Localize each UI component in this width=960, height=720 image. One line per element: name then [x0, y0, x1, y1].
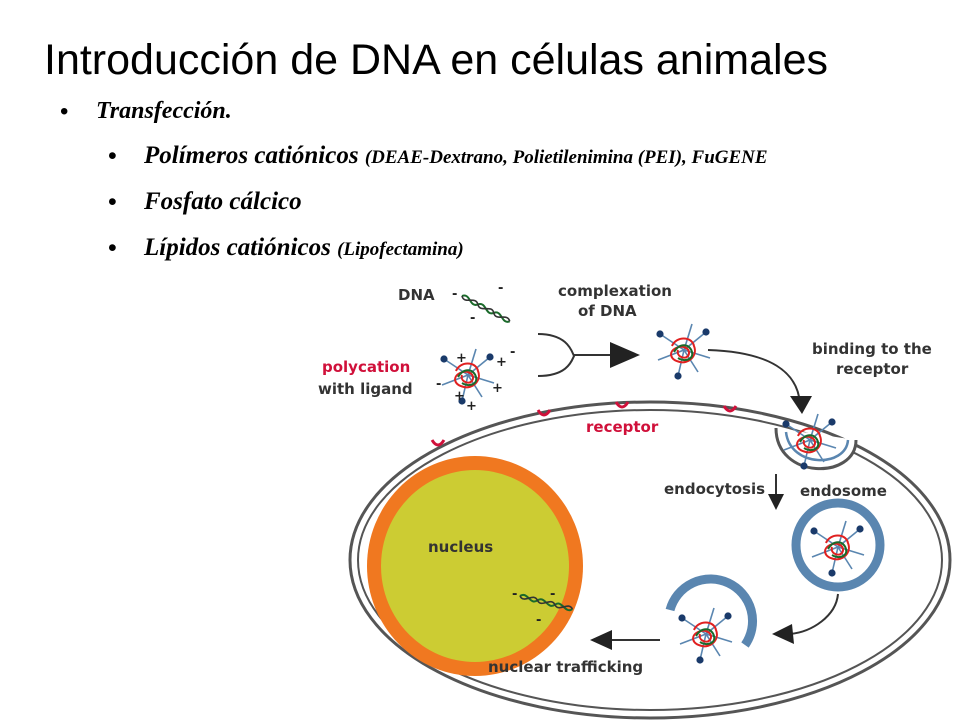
free-complex: [655, 323, 711, 381]
svg-text:-: -: [510, 345, 515, 360]
polycation-label-2: with ligand: [318, 380, 413, 398]
merge-arrow-icon: [610, 342, 640, 368]
bullet-dot: •: [108, 234, 117, 262]
endosome-escape: [665, 574, 758, 648]
bullet-text: Lípidos catiónicos: [144, 234, 331, 261]
svg-text:-: -: [452, 287, 457, 302]
nucleus-label: nucleus: [428, 538, 493, 556]
receptor-label: receptor: [586, 418, 659, 436]
svg-text:-: -: [498, 281, 503, 296]
bullet-detail: (Lipofectamina): [337, 239, 464, 260]
bullet-cationic-lipids: • Lípidos catiónicos (Lipofectamina): [108, 234, 464, 262]
svg-text:+: +: [466, 399, 477, 414]
svg-text:-: -: [436, 377, 441, 392]
svg-text:-: -: [550, 587, 555, 602]
nuclear-trafficking-label: nuclear trafficking: [488, 658, 643, 676]
bullet-text: Transfección.: [96, 98, 232, 124]
polycation-complex: [439, 348, 495, 406]
endosome-arrow: [789, 593, 839, 635]
bullet-text: Fosfato cálcico: [144, 188, 302, 215]
endocytosis-label: endocytosis: [664, 480, 765, 498]
cell-membrane-outer: [348, 400, 952, 720]
complexation-label-2: of DNA: [578, 302, 637, 320]
released-complex: [677, 607, 733, 665]
dna-label: DNA: [398, 286, 435, 304]
bullet-cationic-polymers: • Polímeros catiónicos (DEAE-Dextrano, P…: [108, 142, 768, 170]
polycation-label-1: polycation: [322, 358, 410, 376]
svg-text:+: +: [454, 389, 465, 404]
bullet-dot: •: [60, 98, 69, 125]
bullet-detail: (DEAE-Dextrano, Polietilenimina (PEI), F…: [364, 147, 768, 168]
bullet-calcium-phosphate: • Fosfato cálcico: [108, 188, 302, 216]
bullet-dot: •: [108, 142, 117, 170]
slide-title: Introducción de DNA en células animales: [44, 36, 828, 84]
complexation-label-1: complexation: [558, 282, 672, 300]
svg-text:-: -: [536, 613, 541, 628]
charge-signs: - - - - + + - + + + - - -: [436, 281, 555, 628]
svg-text:-: -: [470, 311, 475, 326]
dna-helix-top: [460, 293, 512, 325]
trafficking-arrow-icon: [590, 630, 612, 650]
endosome-arrow-icon: [772, 624, 794, 644]
endosome-label: endosome: [800, 482, 887, 500]
svg-text:+: +: [492, 381, 503, 396]
binding-arrow: [707, 349, 801, 405]
svg-text:+: +: [496, 355, 507, 370]
bullet-text: Polímeros catiónicos: [144, 142, 359, 169]
binding-arrow-icon: [790, 396, 812, 414]
binding-label-2: receptor: [836, 360, 909, 378]
merge-lines: [537, 333, 576, 377]
membrane-receptors: [430, 401, 738, 447]
svg-text:+: +: [456, 351, 467, 366]
binding-label-1: binding to the: [812, 340, 932, 358]
svg-text:-: -: [512, 587, 517, 602]
bullet-transfection: • Transfección.: [60, 98, 232, 125]
nucleus: [381, 470, 569, 662]
cell-membrane-inner: [357, 409, 943, 711]
bullet-dot: •: [108, 188, 117, 216]
endocytosis-arrow-icon: [768, 494, 784, 510]
